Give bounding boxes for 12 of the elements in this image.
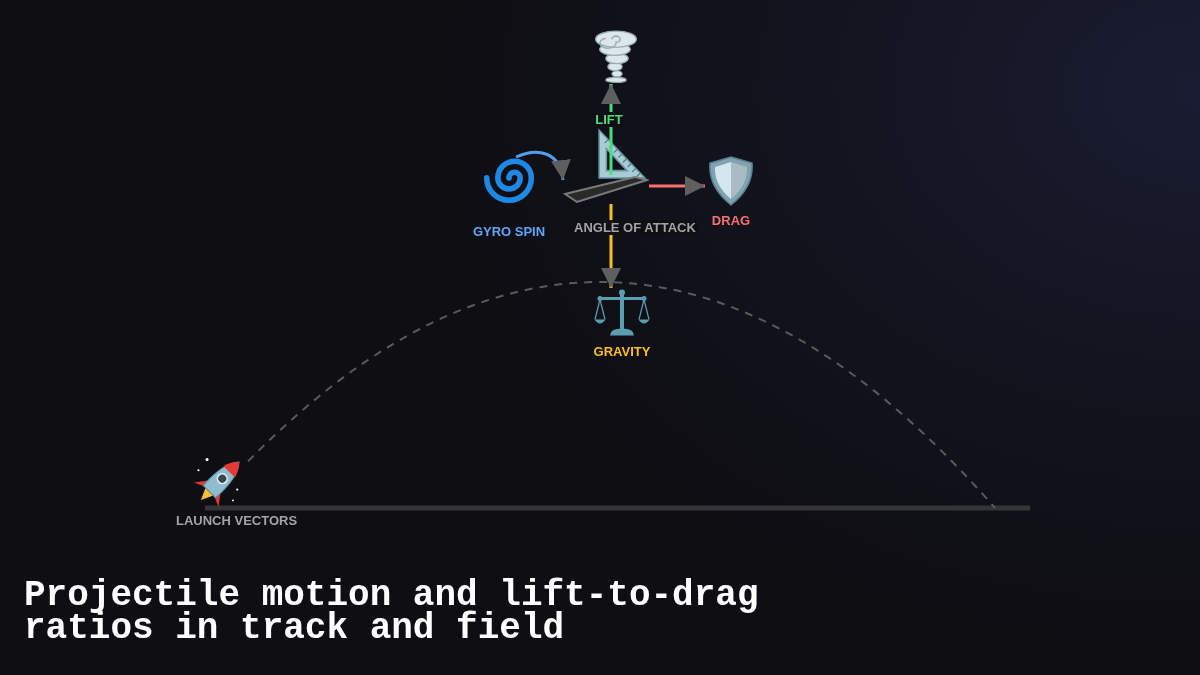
arrow <box>649 176 705 196</box>
arrow <box>601 84 621 175</box>
node-label: DRAG <box>711 213 751 228</box>
arrow <box>515 150 570 181</box>
tilted-plate <box>563 175 649 204</box>
node-label: GRAVITY <box>593 344 651 359</box>
edge-label: LIFT <box>593 112 625 127</box>
node-label: GYRO SPIN <box>472 224 546 239</box>
node-caption: ANGLE OF ATTACK <box>572 220 698 235</box>
title: Projectile motion and lift-to-drag ratios in track and field <box>24 579 760 645</box>
caption-label: LAUNCH VECTORS <box>176 513 298 528</box>
arrow <box>601 204 621 288</box>
